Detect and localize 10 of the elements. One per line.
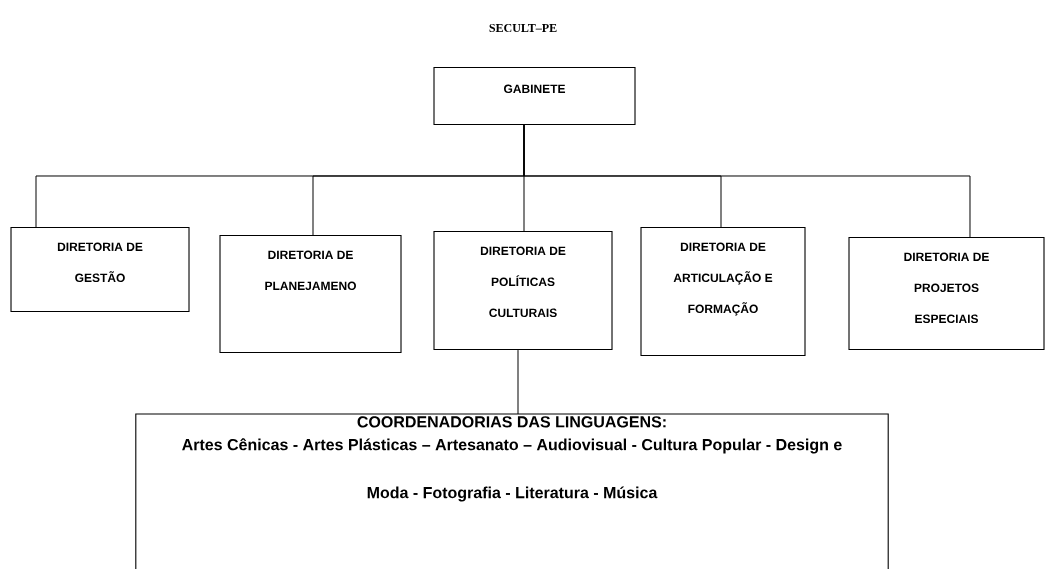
org-box: DIRETORIA DE PLANEJAMENO <box>219 235 402 354</box>
org-box: DIRETORIA DE GESTÃO <box>10 227 190 313</box>
connector-line <box>523 124 971 238</box>
org-box: GABINETE <box>433 67 636 126</box>
connector-line <box>517 349 519 415</box>
org-box: COORDENADORIAS DAS LINGUAGENS: Artes Cênicas - Artes Plásticas – Artesanato – Audiovisual - Cultura Popular - Design e Moda - Fotografia - Literatura - Música <box>135 413 889 569</box>
org-box: DIRETORIA DE POLÍTICAS CULTURAIS <box>433 231 613 351</box>
org-box: DIRETORIA DE PROJETOS ESPECIAIS <box>848 237 1045 351</box>
title: SECULT–PE <box>489 23 557 32</box>
org-box: DIRETORIA DE ARTICULAÇÃO E FORMAÇÃO <box>640 227 806 357</box>
